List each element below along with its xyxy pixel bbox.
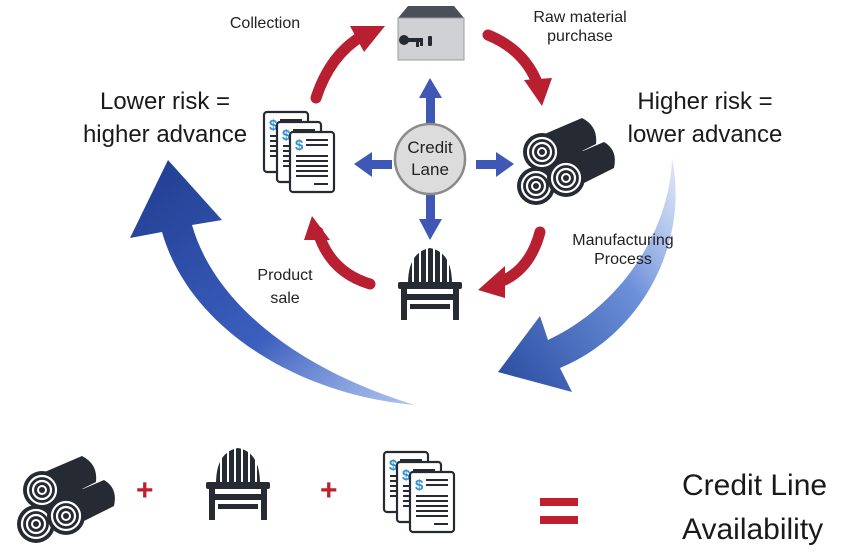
label-raw-material: Raw material purchase (510, 8, 650, 46)
label-product-sale: Product sale (240, 266, 330, 308)
invoices-icon-equation (384, 452, 454, 532)
adirondack-chair-icon-equation (206, 448, 270, 520)
label-manufacturing: Manufacturing Process (548, 231, 698, 269)
label-raw-material-line1: Raw material (533, 9, 627, 26)
big-right-curved-arrow (498, 158, 676, 392)
label-product-sale-line1: Product (257, 267, 313, 284)
equals-bar-top (540, 498, 578, 506)
plus-sign-2: + (320, 474, 338, 507)
label-lower-risk-line2: higher advance (82, 120, 248, 148)
invoices-icon (264, 112, 334, 192)
label-collection: Collection (229, 15, 301, 32)
label-manufacturing-line1: Manufacturing (572, 232, 674, 249)
label-higher-risk: Higher risk = lower advance (600, 88, 810, 150)
red-cycle-arrows (304, 26, 552, 298)
label-credit-lane: Credit Lane (396, 138, 464, 181)
equals-bar-bottom (540, 516, 578, 524)
label-credit-lane-line1: Credit (407, 138, 453, 157)
adirondack-chair-icon (398, 248, 462, 320)
safe-icon (397, 6, 465, 61)
label-credit-lane-line2: Lane (411, 160, 449, 180)
equals-sign (540, 498, 578, 528)
label-credit-line-availability: Credit Line Availability (682, 464, 847, 551)
label-product-sale-line2: sale (270, 290, 300, 308)
label-raw-material-line2: purchase (547, 28, 613, 46)
logs-icon-equation (17, 456, 115, 543)
blue-center-arrows (354, 78, 514, 240)
label-lower-risk-line1: Lower risk = (99, 88, 231, 115)
label-availability: Availability (682, 512, 824, 546)
big-left-curved-arrow (130, 160, 415, 405)
label-lower-risk: Lower risk = higher advance (60, 88, 270, 150)
plus-sign-1: + (136, 474, 154, 507)
label-credit-line: Credit Line (682, 469, 828, 502)
label-higher-risk-line1: Higher risk = (637, 88, 773, 115)
label-higher-risk-line2: lower advance (627, 120, 783, 148)
label-manufacturing-line2: Process (594, 251, 652, 269)
credit-lane-circle (393, 122, 467, 196)
